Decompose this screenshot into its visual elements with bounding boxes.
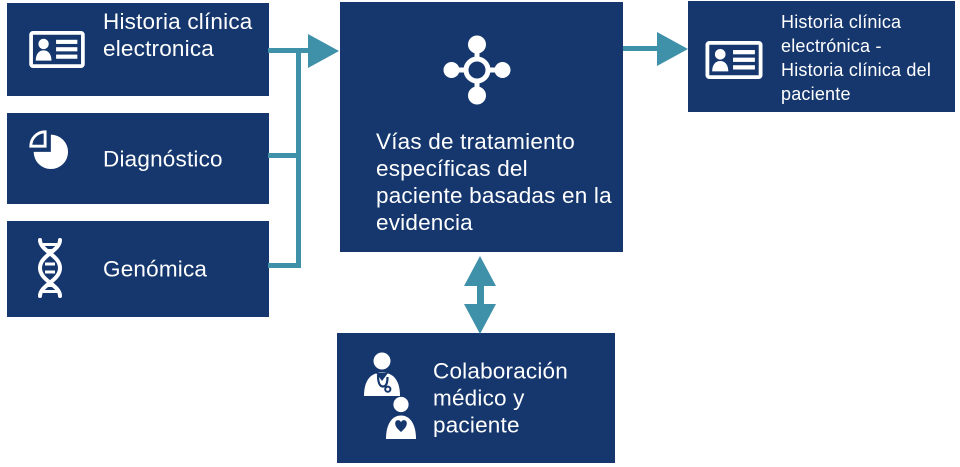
connector-genomica-line [268,263,301,268]
id-card-icon [29,31,85,68]
connector-diagnostico-line [268,153,301,158]
node-label: Diagnóstico [103,146,223,171]
doctor-patient-icon [364,352,416,439]
connector-ehr-line [268,48,310,53]
id-card-icon [705,41,763,79]
arrow-collaboration-up [464,256,496,286]
arrow-collaboration-down [464,304,496,334]
node-diagnostico: Diagnóstico [7,113,269,204]
node-historia-clinica-electronica: Historia clínica electronica [7,3,269,96]
pie-chart-icon [29,130,69,170]
node-historia-clinica-paciente: Historia clínica electrónica - Historia … [688,1,955,112]
connector-collaboration-line [476,284,484,306]
dna-icon [37,238,63,298]
network-icon [443,35,511,105]
node-label: Colaboración médico y paciente [433,358,568,438]
node-label: Genómica [103,256,208,282]
arrow-center-to-output [657,31,688,66]
connector-merge-line [296,48,301,268]
node-vias-de-tratamiento: Vías de tratamiento específicas del paci… [340,2,623,252]
node-genomica: Genómica [7,221,269,317]
node-label: Vías de tratamiento específicas del paci… [376,129,612,235]
connector-center-to-output-line [623,46,661,51]
node-label: Historia clínica electronica [103,9,253,61]
arrow-inputs-to-center [308,33,339,68]
node-colaboracion: Colaboración médico y paciente [337,333,615,463]
node-label: Historia clínica electrónica - Historia … [781,12,932,104]
